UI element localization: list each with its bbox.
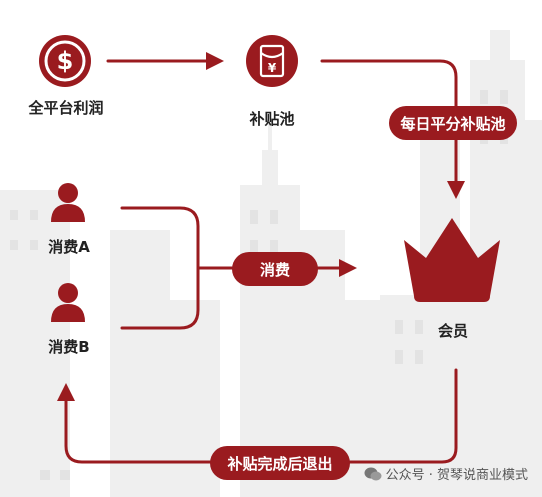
profit-label: 全平台利润 — [28, 99, 104, 117]
bracket-consumers — [120, 206, 200, 330]
crown-icon — [404, 218, 500, 302]
consume-pill: 消费 — [232, 252, 318, 286]
exit-pill: 补贴完成后退出 — [210, 446, 350, 480]
person-icon — [51, 283, 85, 322]
dollar-icon: $ — [39, 35, 91, 87]
consumer-a-label: 消费A — [48, 238, 90, 256]
watermark: 公众号 · 贺琴说商业模式 — [364, 464, 528, 483]
watermark-text: 公众号 · 贺琴说商业模式 — [385, 468, 528, 483]
daily-split-pill: 每日平分补贴池 — [389, 106, 517, 140]
consumer-b-label: 消费B — [48, 338, 90, 356]
member-label: 会员 — [437, 322, 468, 340]
pool-label: 补贴池 — [249, 110, 295, 128]
wechat-icon — [364, 467, 382, 480]
person-icon — [51, 183, 85, 222]
arrow-pool-to-member — [320, 59, 465, 199]
red-envelope-icon: ¥ — [246, 35, 298, 87]
svg-text:¥: ¥ — [268, 61, 277, 75]
svg-text:$: $ — [57, 47, 74, 75]
